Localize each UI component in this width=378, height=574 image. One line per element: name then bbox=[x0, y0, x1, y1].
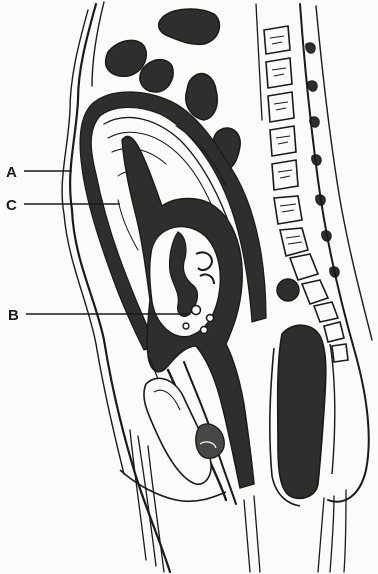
label-c: C bbox=[6, 197, 17, 214]
label-a: A bbox=[6, 164, 17, 181]
label-b: B bbox=[8, 307, 19, 324]
